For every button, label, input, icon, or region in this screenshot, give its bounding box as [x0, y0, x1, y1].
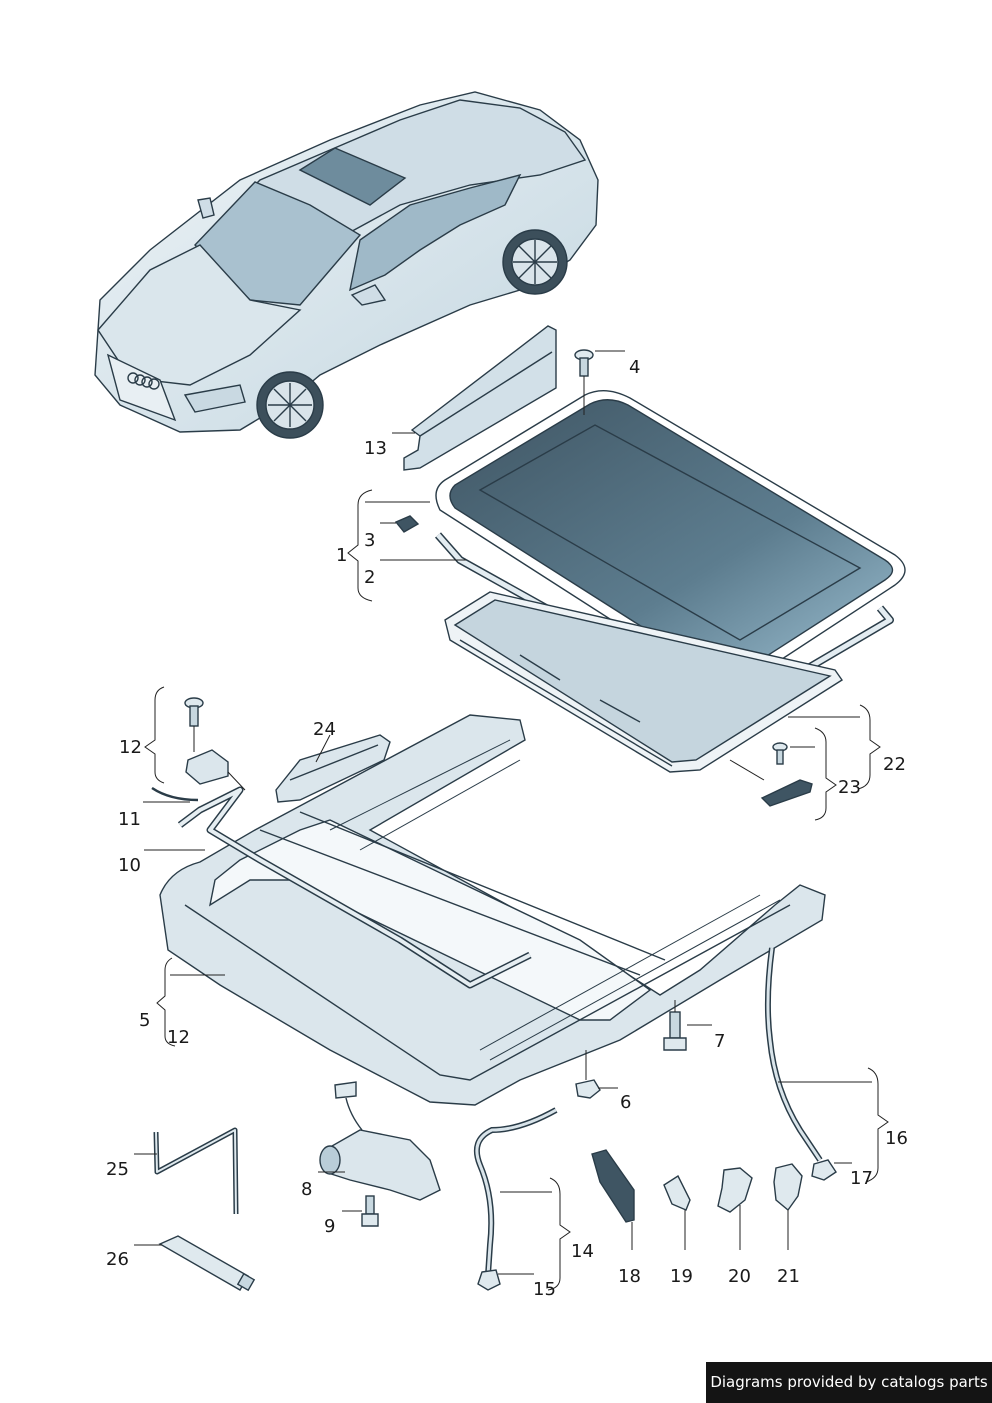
- callout-19: 19: [670, 1266, 693, 1287]
- callout-5: 5: [139, 1010, 150, 1031]
- clip-20: [717, 1167, 753, 1213]
- drain-channel-10: [177, 786, 532, 989]
- clip-3: [394, 515, 420, 533]
- clip-18: [591, 1149, 635, 1223]
- callout-2: 2: [364, 567, 375, 588]
- leader-lines: [134, 350, 889, 1291]
- guide-23: [760, 742, 813, 807]
- drain-hose-16: [764, 947, 823, 1162]
- callout-7: 7: [714, 1031, 725, 1052]
- sunshade-panel-22: [444, 591, 843, 773]
- callout-8: 8: [301, 1179, 312, 1200]
- car-logo: [127, 372, 160, 390]
- bracket-12: [185, 749, 246, 791]
- callout-17: 17: [850, 1168, 873, 1189]
- callout-1: 1: [336, 545, 347, 566]
- callout-26: 26: [106, 1249, 129, 1270]
- callout-21: 21: [777, 1266, 800, 1287]
- callout-4: 4: [629, 357, 640, 378]
- motor-8: [319, 1081, 441, 1201]
- screw-4: [574, 349, 594, 415]
- callout-14: 14: [571, 1241, 594, 1262]
- callout-25: 25: [106, 1159, 129, 1180]
- bolt-9: [361, 1195, 379, 1227]
- credit-banner: Diagrams provided by catalogs parts: [706, 1362, 992, 1403]
- callout-9: 9: [324, 1216, 335, 1237]
- screw-12-upper: [184, 697, 204, 752]
- callout-13: 13: [364, 438, 387, 459]
- callout-12-upper: 12: [119, 737, 142, 758]
- callout-12-lower: 12: [167, 1027, 190, 1048]
- callout-22: 22: [883, 754, 906, 775]
- nut-6: [575, 1079, 601, 1099]
- callout-15: 15: [533, 1279, 556, 1300]
- grommet-15: [477, 1269, 501, 1291]
- clip-19: [663, 1174, 691, 1211]
- callout-10: 10: [118, 855, 141, 876]
- wind-deflector-13: [403, 325, 557, 471]
- callout-24: 24: [313, 719, 336, 740]
- hose-11: [151, 786, 199, 802]
- glass-panel-1: [435, 390, 906, 687]
- crank-25: [153, 1127, 239, 1215]
- callout-3: 3: [364, 530, 375, 551]
- callout-6: 6: [620, 1092, 631, 1113]
- guide-24: [275, 734, 391, 803]
- drain-hose-14: [474, 1107, 558, 1276]
- callout-18: 18: [618, 1266, 641, 1287]
- callout-20: 20: [728, 1266, 751, 1287]
- car-illustration: [94, 91, 599, 439]
- clip-21: [773, 1163, 803, 1212]
- bolt-7: [663, 1011, 687, 1051]
- grommet-17: [811, 1159, 837, 1181]
- sunroof-frame-5: [159, 714, 826, 1106]
- callout-numbers: 1 2 3 4 5 6 7 8 9 10 11 12 12 13 14 15 1…: [106, 357, 908, 1300]
- callout-23: 23: [838, 777, 861, 798]
- callout-16: 16: [885, 1128, 908, 1149]
- grease-tube-26: [158, 1235, 256, 1292]
- callout-11: 11: [118, 809, 141, 830]
